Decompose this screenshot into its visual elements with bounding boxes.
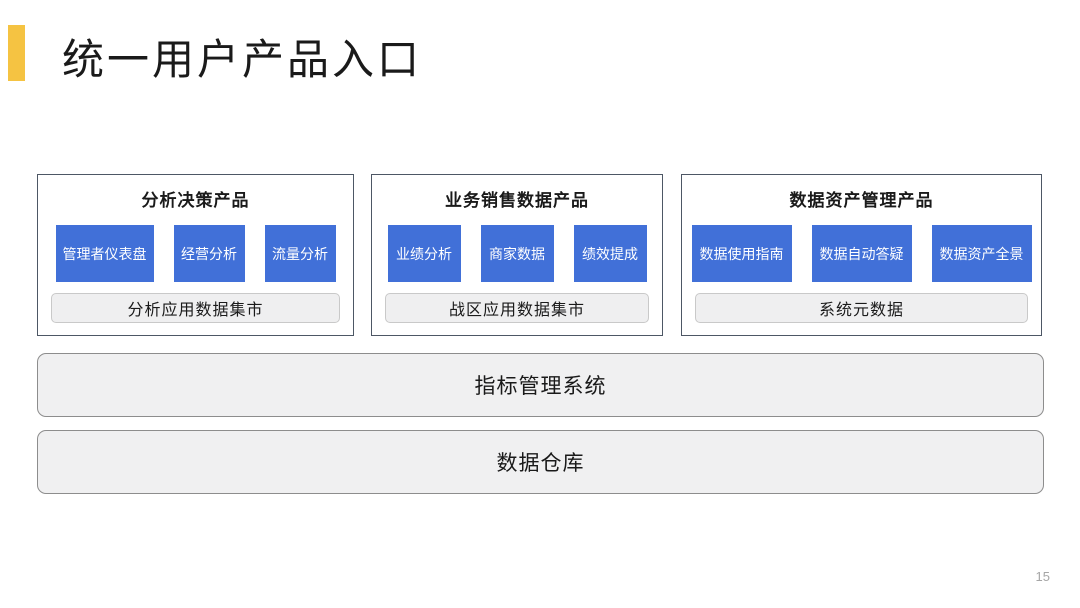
datamart-bar-war-zone: 战区应用数据集市	[385, 293, 649, 323]
datamart-bar-system-metadata: 系统元数据	[695, 293, 1028, 323]
layer-bar-data-warehouse: 数据仓库	[37, 430, 1044, 494]
page-title: 统一用户产品入口	[62, 36, 423, 83]
layer-bar-indicator-system: 指标管理系统	[37, 353, 1044, 417]
product-groups-row: 分析决策产品 管理者仪表盘 经营分析 流量分析 分析应用数据集市 业务销售数据产…	[37, 174, 1042, 336]
group-title: 分析决策产品	[141, 191, 250, 210]
product-tile-business-analysis: 经营分析	[173, 225, 245, 282]
group-title: 业务销售数据产品	[445, 191, 589, 210]
product-tile-performance-analysis: 业绩分析	[387, 225, 461, 282]
product-tile-data-usage-guide: 数据使用指南	[691, 225, 792, 282]
product-tile-commission: 绩效提成	[573, 225, 647, 282]
product-tile-data-auto-qa: 数据自动答疑	[811, 225, 912, 282]
product-row: 业绩分析 商家数据 绩效提成	[372, 225, 662, 282]
product-tile-manager-dashboard: 管理者仪表盘	[55, 225, 154, 282]
product-tile-merchant-data: 商家数据	[480, 225, 554, 282]
group-box-data-asset-management: 数据资产管理产品 数据使用指南 数据自动答疑 数据资产全景 系统元数据	[681, 174, 1042, 336]
product-row: 数据使用指南 数据自动答疑 数据资产全景	[682, 225, 1041, 282]
product-tile-traffic-analysis: 流量分析	[264, 225, 336, 282]
group-box-sales-data: 业务销售数据产品 业绩分析 商家数据 绩效提成 战区应用数据集市	[371, 174, 663, 336]
page-number: 15	[1035, 569, 1050, 584]
group-title: 数据资产管理产品	[789, 191, 934, 210]
product-tile-data-asset-panorama: 数据资产全景	[931, 225, 1032, 282]
group-box-analysis-decision: 分析决策产品 管理者仪表盘 经营分析 流量分析 分析应用数据集市	[37, 174, 354, 336]
title-accent-bar	[8, 25, 25, 81]
product-row: 管理者仪表盘 经营分析 流量分析	[38, 225, 353, 282]
datamart-bar-analysis: 分析应用数据集市	[51, 293, 340, 323]
